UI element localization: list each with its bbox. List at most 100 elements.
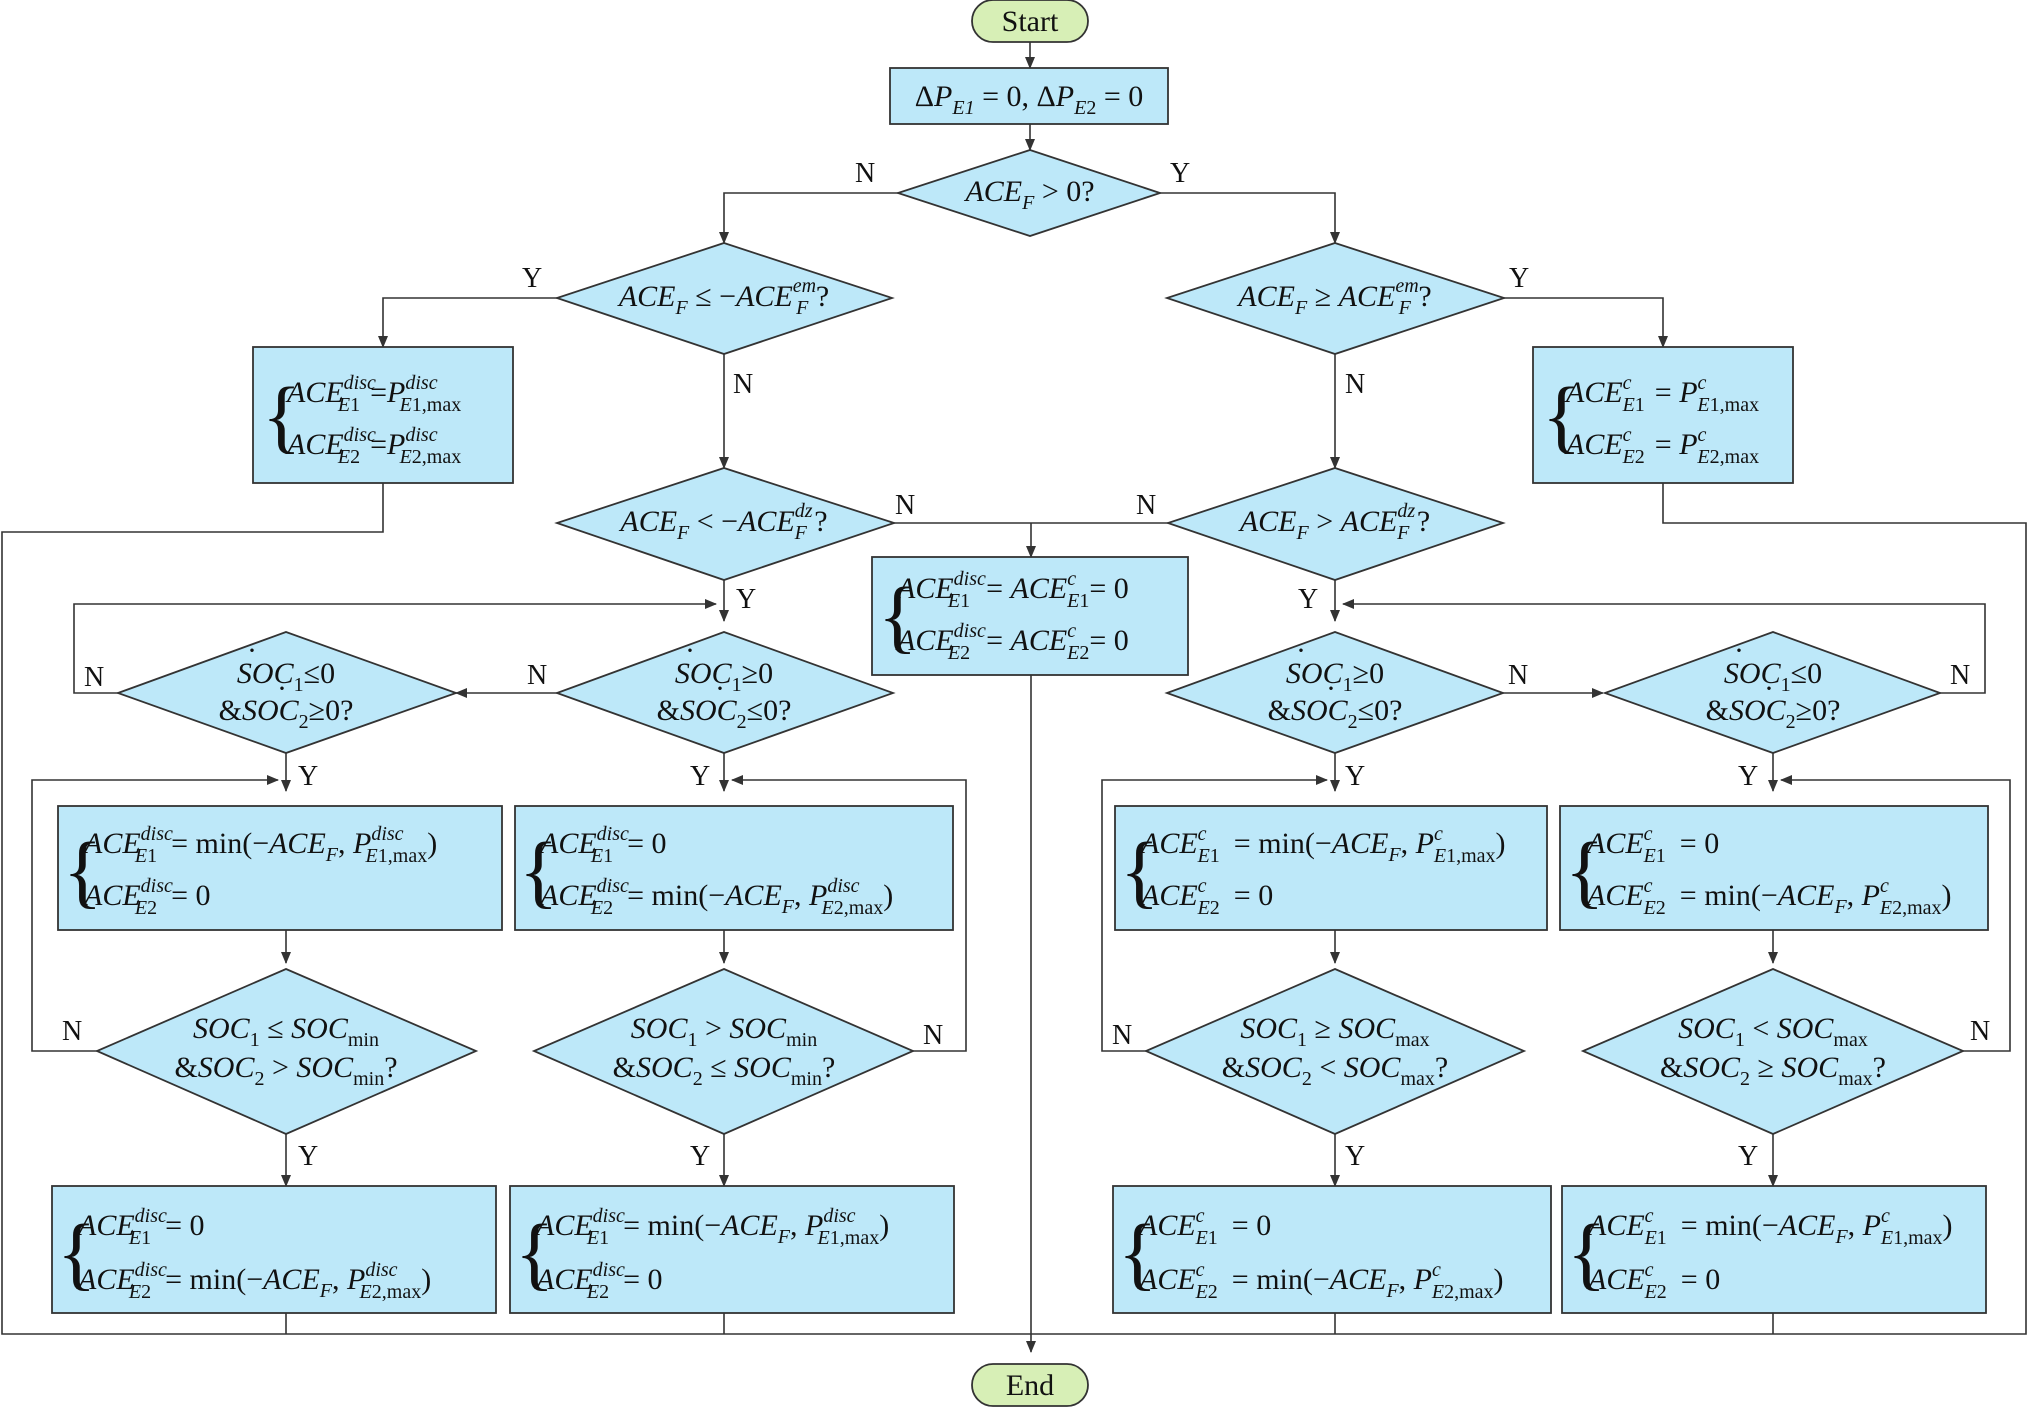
brace: { <box>878 570 917 661</box>
label-yes: Y <box>298 761 318 792</box>
dot-icon: · <box>1326 672 1336 705</box>
label-yes: Y <box>1738 1141 1758 1172</box>
label-yes: Y <box>690 761 710 792</box>
brace: { <box>262 370 301 461</box>
dr2-line1: SOC1 < SOCmax <box>1678 1012 1868 1051</box>
socc-line1: SOC1≥0 <box>1286 657 1384 696</box>
brace: { <box>1542 370 1581 461</box>
brace: { <box>1120 825 1159 916</box>
socd-line1: SOC1≤0 <box>1724 657 1822 696</box>
label-no: N <box>84 662 104 693</box>
connectors <box>1 42 2027 1353</box>
label-yes: Y <box>522 263 542 294</box>
dot-icon: · <box>685 634 695 667</box>
start-terminal: Start <box>971 0 1089 43</box>
decision-r1: SOC1 ≥ SOCmax &SOC2 < SOCmax? <box>1143 968 1527 1135</box>
brace: { <box>1567 1207 1606 1298</box>
label-yes: Y <box>736 584 756 615</box>
dot-icon: · <box>1764 672 1774 705</box>
decision-sign-text: ACEF > 0? <box>963 175 1094 214</box>
socc-line2: &SOC2≤0? <box>1268 694 1403 733</box>
label-yes: Y <box>1509 263 1529 294</box>
label-no: N <box>527 660 547 691</box>
brace: { <box>519 825 558 916</box>
edge-dl2-no <box>731 775 967 1052</box>
label-no: N <box>855 158 875 189</box>
decision-soc-c: SOC1≥0 &SOC2≤0? · · <box>1164 631 1506 754</box>
dot-icon: · <box>1734 634 1744 667</box>
start-label: Start <box>1002 5 1059 38</box>
label-yes: Y <box>1345 1141 1365 1172</box>
socb-line2: &SOC2≥0? <box>219 694 354 733</box>
end-terminal: End <box>971 1363 1089 1407</box>
edge-sign-yes <box>1160 192 1340 244</box>
dot-icon: · <box>247 634 257 667</box>
label-yes: Y <box>1345 761 1365 792</box>
edge-empos-yes <box>1504 297 1668 348</box>
brace: { <box>515 1207 554 1298</box>
label-no: N <box>1136 490 1156 521</box>
edge-emdisc-bus <box>1 483 2027 1335</box>
soca-line1: SOC1≥0 <box>675 657 773 696</box>
brace: { <box>1118 1207 1157 1298</box>
decision-l2: SOC1 > SOCmin &SOC2 ≤ SOCmin? <box>531 968 916 1135</box>
init-box: ΔPE1 = 0, ΔPE2 = 0 <box>889 67 1169 125</box>
label-yes: Y <box>1170 158 1190 189</box>
label-no: N <box>733 369 753 400</box>
edge-dr1-no <box>1101 775 1328 1052</box>
edge-labels: N Y Y Y N N N N Y Y N N N N Y Y Y Y N N … <box>62 158 1990 1172</box>
label-no: N <box>1508 660 1528 691</box>
label-yes: Y <box>690 1141 710 1172</box>
edge-dl1-no <box>31 775 279 1052</box>
dot-icon: · <box>1296 634 1306 667</box>
label-no: N <box>923 1020 943 1051</box>
label-no: N <box>895 490 915 521</box>
label-yes: Y <box>1738 761 1758 792</box>
edge-dr2-no <box>1780 775 2011 1052</box>
label-no: N <box>1112 1020 1132 1051</box>
decision-l1: SOC1 ≤ SOCmin &SOC2 > SOCmin? <box>94 968 479 1135</box>
dot-icon: · <box>277 672 287 705</box>
brace: { <box>57 1207 96 1298</box>
dr1-line1: SOC1 ≥ SOCmax <box>1240 1012 1429 1051</box>
decision-soc-d: SOC1≤0 &SOC2≥0? · · <box>1602 631 1943 754</box>
edge-emneg-yes <box>378 297 557 348</box>
label-no: N <box>1950 660 1970 691</box>
label-no: N <box>1970 1016 1990 1047</box>
edge-sign-no <box>719 192 898 244</box>
decision-soc-b: SOC1≤0 &SOC2≥0? · · <box>115 631 459 754</box>
end-label: End <box>1006 1369 1054 1402</box>
label-no: N <box>1345 369 1365 400</box>
decision-r2: SOC1 < SOCmax &SOC2 ≥ SOCmax? <box>1580 968 1966 1135</box>
